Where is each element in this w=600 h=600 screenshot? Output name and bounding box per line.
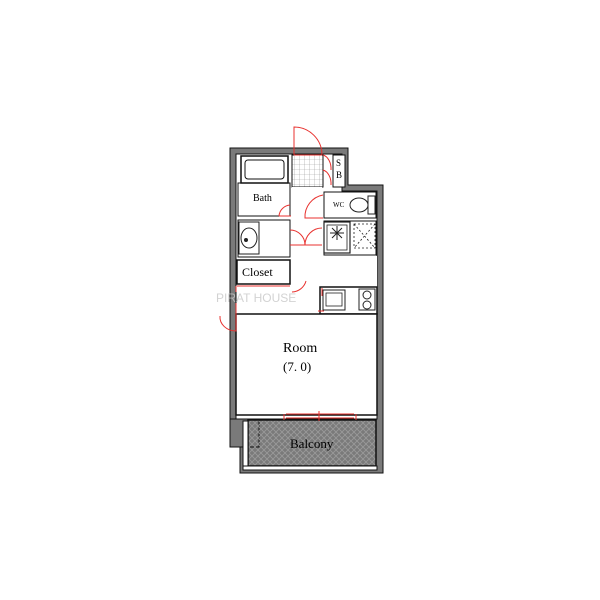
fridge-cross: [353, 223, 376, 249]
main-room: [235, 313, 378, 416]
washer-door: [304, 227, 323, 246]
balcony-label: Balcony: [290, 436, 334, 451]
entrance-door: [293, 126, 323, 156]
washer-cross: [330, 226, 344, 240]
sb-storage: [291, 154, 324, 188]
sb-label-s: S: [336, 158, 341, 168]
doors: [219, 126, 357, 421]
fixtures: [238, 195, 376, 311]
sink-counter: [238, 221, 260, 255]
kitchen-sink: [322, 289, 346, 311]
sink-bowl: [240, 227, 258, 249]
balcony-rail-bottom: [242, 465, 378, 471]
closet-label: Closet: [242, 265, 273, 279]
room-size-label: (7. 0): [283, 359, 311, 374]
room-label: Room: [283, 341, 317, 356]
bath-door: [278, 204, 291, 217]
closet-area: [236, 259, 291, 285]
balcony-sliding-door: [286, 411, 354, 421]
toilet-bowl: [349, 197, 369, 213]
sink-drain: [244, 238, 248, 242]
sb-label-b: B: [336, 170, 342, 180]
sb-shelf: [332, 154, 346, 188]
fridge-space: [353, 223, 376, 249]
threshold-marks: [235, 286, 324, 312]
wc-door: [304, 194, 324, 219]
balcony-area: [247, 419, 377, 467]
stove: [358, 288, 376, 311]
burner-2: [362, 300, 372, 310]
washer-pan-inner: [326, 224, 348, 251]
bathtub-inner: [244, 159, 285, 180]
interior: [235, 154, 378, 471]
kitchen-sink-inner: [325, 292, 343, 307]
bath-label: Bath: [253, 193, 272, 204]
hall-door: [291, 280, 307, 293]
watermark: PIRAT HOUSE: [216, 291, 296, 305]
corridor: [292, 187, 322, 313]
room-side-door: [219, 303, 237, 332]
balcony-rail: [242, 420, 249, 471]
burner-1: [362, 290, 372, 300]
wc-label: WC: [333, 201, 345, 209]
washer-pan: [323, 221, 351, 254]
sb-door: [322, 154, 332, 186]
